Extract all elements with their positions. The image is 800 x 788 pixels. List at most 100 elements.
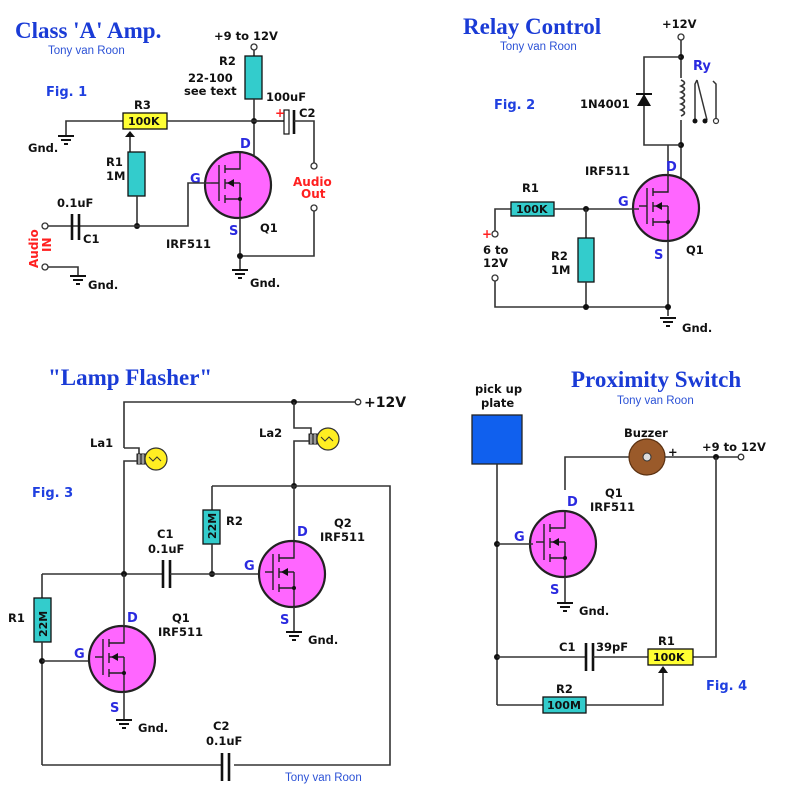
fig4-supply-label: +9 to 12V [702, 440, 766, 454]
fig2-pin-s: S [654, 248, 663, 263]
fig4-r1-pot [647, 648, 694, 666]
fig2-r2-value: 1M [551, 263, 570, 277]
fig1-q1-part: IRF511 [166, 237, 211, 251]
fig2-r1-name: R1 [522, 181, 539, 195]
fig1-supply-label: +9 to 12V [214, 29, 278, 43]
fig1-c1-name: C1 [83, 232, 99, 246]
fig4-r1-value: 100K [653, 651, 685, 664]
fig1-audio-in-terminal-1 [41, 222, 49, 230]
fig1-r1-name: R1 [106, 155, 123, 169]
fig1-r3-value: 100K [128, 115, 160, 128]
fig1-audio-out-terminal-1 [310, 162, 318, 170]
fig2-input-label-2: 12V [483, 256, 508, 270]
fig1-audio-in-label-2: IN [40, 237, 54, 252]
fig2-pin-d: D [666, 160, 677, 175]
fig1-q1-mosfet [203, 150, 273, 220]
fig4-supply-terminal [737, 453, 745, 461]
fig4-gnd-label: Gnd. [579, 604, 609, 618]
figure-4-proximity-switch: Proximity Switch Tony van Roon Fig. 4 pi… [471, 367, 766, 714]
fig2-input-terminal-negative [491, 274, 499, 282]
fig2-title: Relay Control [463, 14, 601, 39]
fig2-relay-contacts-icon [694, 79, 698, 120]
fig3-q1-pin-s: S [110, 701, 119, 716]
fig4-pin-s: S [550, 583, 559, 598]
fig4-buzzer-label: Buzzer [624, 426, 668, 440]
fig1-r3-name: R3 [134, 98, 151, 112]
fig3-q2-name: Q2 [334, 516, 352, 530]
fig3-q1-name: Q1 [172, 611, 190, 625]
fig3-title: "Lamp Flasher" [48, 365, 212, 390]
fig1-c2-value: 100uF [266, 90, 306, 104]
fig2-q1-name: Q1 [686, 243, 704, 257]
fig1-q1-ground-icon [231, 269, 249, 279]
fig3-c1-value: 0.1uF [148, 542, 184, 556]
fig2-q1-mosfet [631, 173, 701, 243]
fig3-la2-label: La2 [259, 426, 282, 440]
fig1-supply-terminal [250, 43, 258, 51]
fig1-c2-polarity: + [275, 106, 285, 120]
fig3-q2-pin-g: G [244, 559, 255, 574]
fig1-audio-out-label-2: Out [301, 187, 326, 201]
fig4-ground-icon [556, 602, 574, 612]
fig3-q2-mosfet [257, 539, 327, 609]
fig1-r2-note: see text [184, 84, 237, 98]
figure-3-lamp-flasher: "Lamp Flasher" Fig. 3 Tony van Roon +12V… [8, 365, 406, 784]
fig1-pin-s: S [229, 224, 238, 239]
fig2-r2-name: R2 [551, 249, 568, 263]
fig1-c2-capacitor [283, 109, 290, 135]
fig1-r2-value: 22-100 [188, 71, 233, 85]
fig1-audio-out-label: Audio [293, 175, 332, 189]
fig3-c2-value: 0.1uF [206, 734, 242, 748]
fig3-q2-pin-d: D [297, 525, 308, 540]
fig4-q1-part: IRF511 [590, 500, 635, 514]
fig3-gnd-label-q2: Gnd. [308, 633, 338, 647]
fig4-c1-value: 39pF [596, 640, 628, 654]
fig1-audio-in-label: Audio [27, 229, 41, 268]
fig3-q1-pin-d: D [127, 611, 138, 626]
fig4-label: Fig. 4 [706, 679, 747, 694]
fig4-author: Tony van Roon [617, 395, 694, 407]
fig4-buzzer-polarity: + [668, 445, 678, 459]
fig4-pin-g: G [514, 530, 525, 545]
fig4-c1-name: C1 [559, 640, 575, 654]
fig2-r1-value: 100K [516, 203, 548, 216]
fig3-r1-value: 22M [37, 611, 50, 637]
fig2-diode-icon [637, 94, 651, 106]
fig4-r2-value: 100M [547, 699, 581, 712]
fig3-supply-terminal [354, 398, 362, 406]
fig2-r2-resistor [577, 237, 595, 283]
fig4-pin-d: D [567, 495, 578, 510]
fig4-r1-name: R1 [658, 634, 675, 648]
fig1-r2-resistor [244, 55, 263, 100]
fig1-gnd-label: Gnd. [28, 141, 58, 155]
fig2-supply-label: +12V [662, 17, 697, 31]
fig3-la1-label: La1 [90, 436, 113, 450]
fig3-r2-value: 22M [206, 513, 219, 539]
fig4-q1-mosfet [528, 509, 598, 579]
fig1-audio-out-terminal-2 [310, 204, 318, 212]
fig4-pickup-plate [471, 414, 523, 465]
fig2-input-polarity: + [482, 227, 492, 241]
fig1-c2-name: C2 [299, 106, 315, 120]
fig2-pin-g: G [618, 195, 629, 210]
fig3-label: Fig. 3 [32, 486, 73, 501]
fig4-plate-label: pick up [475, 382, 522, 396]
figure-2-relay-control: Relay Control Tony van Roon Fig. 2 +12V … [463, 14, 720, 335]
fig1-gnd-label-3: Gnd. [88, 278, 118, 292]
fig3-gnd-label-q1: Gnd. [138, 721, 168, 735]
fig3-q2-part: IRF511 [320, 530, 365, 544]
fig1-r1-resistor [127, 151, 146, 197]
fig2-relay-name: Ry [693, 59, 711, 74]
fig4-plate-label-2: plate [481, 396, 514, 410]
fig3-q2-pin-s: S [280, 613, 289, 628]
fig1-pin-d: D [240, 137, 251, 152]
fig3-c1-name: C1 [157, 527, 173, 541]
fig3-r2-name: R2 [226, 514, 243, 528]
fig3-q1-mosfet [87, 624, 157, 694]
fig3-q1-part: IRF511 [158, 625, 203, 639]
fig1-author: Tony van Roon [48, 45, 125, 57]
fig1-q1-name: Q1 [260, 221, 278, 235]
fig1-r1-value: 1M [106, 169, 125, 183]
fig3-author: Tony van Roon [285, 772, 362, 784]
